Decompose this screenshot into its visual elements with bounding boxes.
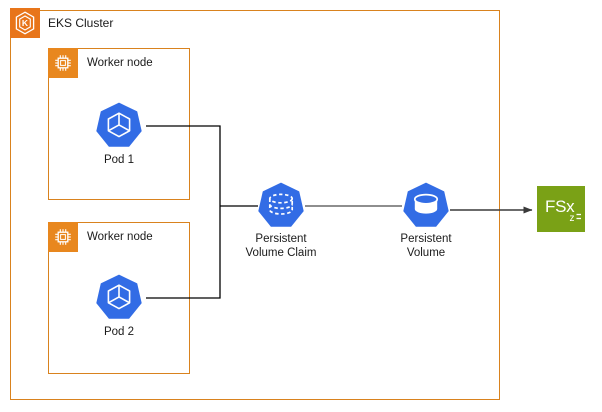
- worker-node-icon: [48, 222, 78, 252]
- eks-cluster-container: [10, 10, 500, 400]
- svg-text:K: K: [22, 18, 29, 28]
- kubernetes-pod-icon: [93, 272, 145, 324]
- eks-cluster-label: EKS Cluster: [48, 16, 114, 30]
- persistent-volume-claim-label: Persistent Volume Claim: [245, 233, 317, 259]
- persistent-volume-claim-icon: [255, 180, 307, 232]
- persistent-volume-icon: [400, 180, 452, 232]
- pod-1-label: Pod 1: [103, 154, 135, 166]
- svg-text:FSx: FSx: [545, 197, 575, 216]
- worker-node-1-container: [48, 48, 190, 200]
- pod-2-label: Pod 2: [103, 326, 135, 338]
- amazon-fsx-icon: FSx z: [537, 186, 585, 232]
- svg-text:z: z: [570, 213, 575, 224]
- eks-icon: K: [10, 8, 40, 38]
- worker-node-2-label: Worker node: [87, 231, 153, 243]
- kubernetes-pod-icon: [93, 100, 145, 152]
- persistent-volume-label: Persistent Volume: [400, 233, 452, 259]
- worker-node-1-label: Worker node: [87, 57, 153, 69]
- worker-node-icon: [48, 48, 78, 78]
